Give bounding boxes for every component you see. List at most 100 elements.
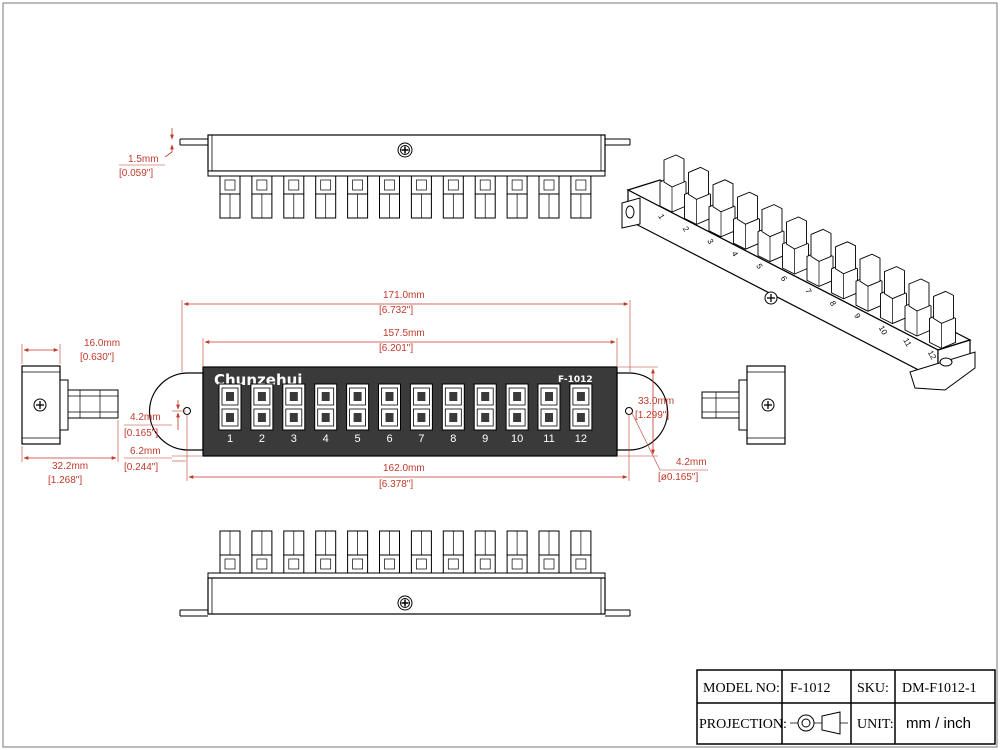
port-number-label: 12 [575, 433, 587, 445]
bottom-connector [474, 530, 496, 574]
iso-port-number: 7 [803, 287, 813, 296]
sku-value: DM-F1012-1 [902, 681, 977, 696]
port-12: 12 [569, 383, 593, 445]
iso-connector: 8 [828, 241, 858, 308]
mount-hole-right [625, 407, 633, 415]
flange-dim-inch: [0.059"] [119, 168, 153, 179]
top-connector [219, 175, 241, 219]
bottom-connector [410, 530, 432, 574]
iso-connector: 7 [803, 228, 834, 296]
bottom-view [179, 530, 631, 617]
overall-length-inch: [6.732"] [379, 305, 413, 316]
title-block: MODEL NO: F-1012 SKU: DM-F1012-1 PROJECT… [696, 669, 996, 745]
iso-port-number: 4 [730, 250, 740, 259]
height-inch: [1.299"] [635, 410, 669, 421]
top-connector [410, 175, 432, 219]
bottom-connector [315, 530, 337, 574]
port-number-label: 2 [259, 433, 265, 445]
model-label: F-1012 [558, 375, 593, 385]
screw-icon [397, 142, 413, 158]
right-side-view [701, 365, 786, 445]
edge-offset-mm: 6.2mm [130, 446, 161, 457]
sku-label: SKU: [857, 681, 889, 696]
top-connector [474, 175, 496, 219]
hole-diameter-inch: [ø0.165"] [658, 472, 698, 483]
screw-icon [33, 398, 47, 412]
iso-connector: 1 [656, 154, 687, 222]
port-1: 1 [218, 383, 242, 445]
hole-offset-inch: [0.165"] [124, 428, 158, 439]
projection-label: PROJECTION: [699, 717, 787, 732]
bottom-connector [219, 530, 241, 574]
iso-port-number: 1 [656, 213, 666, 222]
model-no-label: MODEL NO: [703, 681, 780, 696]
screw-icon [764, 291, 778, 305]
port-number-label: 11 [543, 433, 554, 445]
hole-diameter-mm: 4.2mm [676, 457, 707, 468]
left-side-view: 16.0mm [0.630"] 32.2mm [1.268"] [21, 338, 120, 486]
iso-connector: 10 [877, 266, 907, 337]
projection-symbol-icon [790, 711, 848, 735]
panel-length-mm: 157.5mm [383, 328, 425, 339]
hole-offset-mm: 4.2mm [130, 412, 161, 423]
iso-port-number: 8 [828, 299, 838, 308]
top-view-connectors [219, 175, 592, 219]
port-5: 5 [346, 383, 370, 445]
unit-label: UNIT: [857, 717, 894, 732]
top-connector [251, 175, 273, 219]
top-connector [315, 175, 337, 219]
top-connector [570, 175, 592, 219]
depth-inch: [0.630"] [80, 352, 114, 363]
port-number-label: 9 [482, 433, 488, 445]
top-connector [538, 175, 560, 219]
hole-spacing-mm: 162.0mm [383, 463, 425, 474]
bottom-connector [570, 530, 592, 574]
iso-connector: 5 [754, 204, 785, 271]
top-connector [379, 175, 400, 219]
screw-icon [397, 595, 413, 611]
bottom-connector [442, 530, 464, 574]
hole-spacing-inch: [6.378"] [379, 479, 413, 490]
bottom-connector [251, 530, 273, 574]
iso-port-number: 9 [852, 312, 862, 321]
port-3: 3 [282, 383, 306, 445]
port-10: 10 [505, 383, 529, 445]
port-number-label: 8 [450, 433, 456, 445]
iso-connector: 12 [926, 290, 956, 362]
port-number-label: 6 [386, 433, 392, 445]
port-number-label: 3 [291, 433, 297, 445]
port-8: 8 [441, 383, 465, 445]
unit-value: mm / inch [906, 715, 971, 732]
iso-port-number: 5 [754, 262, 764, 271]
iso-port-number: 2 [681, 225, 691, 234]
port-6: 6 [378, 383, 401, 445]
iso-connector: 6 [779, 216, 809, 284]
iso-port-number: 6 [779, 275, 789, 284]
bottom-connector [283, 530, 305, 574]
panel-length-inch: [6.201"] [379, 343, 413, 354]
top-view: 1.5mm [0.059"] [119, 128, 631, 219]
port-2: 2 [250, 383, 274, 445]
iso-port-number: 3 [705, 237, 715, 246]
top-connector [442, 175, 464, 219]
port-4: 4 [314, 383, 338, 445]
port-9: 9 [473, 383, 497, 445]
height-mm: 33.0mm [638, 396, 674, 407]
top-connector [283, 175, 305, 219]
bottom-connector [538, 530, 560, 574]
port-number-label: 1 [227, 433, 233, 445]
bottom-view-connectors [219, 530, 592, 574]
bottom-connector [379, 530, 400, 574]
port-number-label: 7 [418, 433, 424, 445]
side-depth-mm: 32.2mm [52, 461, 88, 472]
port-number-label: 5 [355, 433, 361, 445]
depth-mm: 16.0mm [84, 338, 120, 349]
bottom-connector [347, 530, 369, 574]
top-connector [506, 175, 528, 219]
